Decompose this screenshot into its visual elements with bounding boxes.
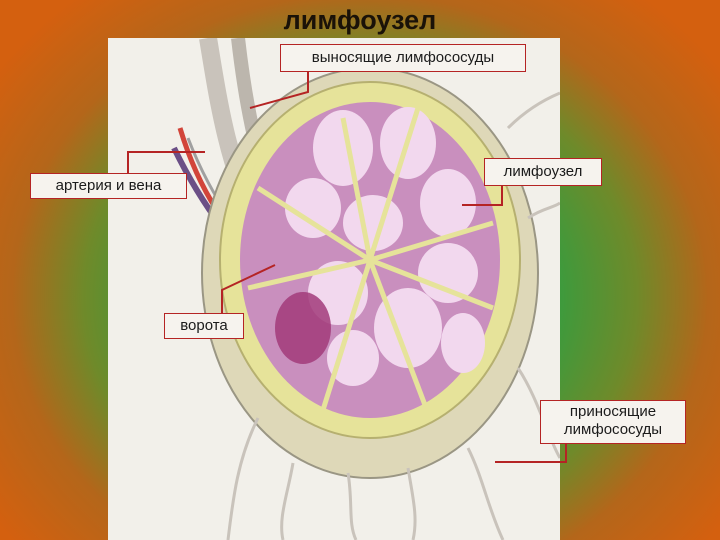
slide-title: лимфоузел [283, 5, 437, 35]
label-hilum: ворота [164, 313, 244, 339]
lymph-node-illustration [108, 38, 560, 540]
label-artery-and-vein: артерия и вена [30, 173, 187, 199]
lymph-node-drawing [171, 38, 560, 540]
label-lymph-node: лимфоузел [484, 158, 602, 186]
label-afferent-vessels: приносящие лимфососуды [540, 400, 686, 444]
label-efferent-vessels: выносящие лимфососуды [280, 44, 526, 72]
